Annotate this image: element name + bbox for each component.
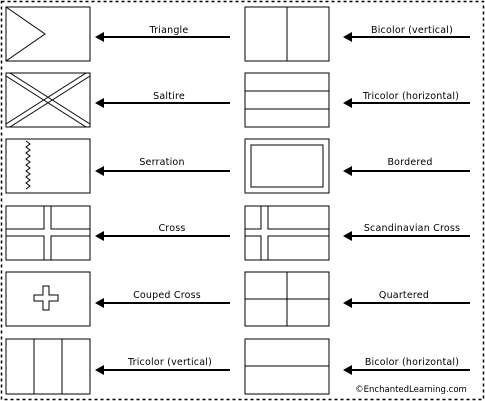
arrow-head	[343, 32, 352, 42]
flag-saltire	[5, 72, 91, 128]
saltire-stroke	[5, 75, 87, 128]
flag-row-scandinavian-cross: Scandinavian Cross	[244, 205, 470, 261]
label-tricolor-horizontal: Tricolor (horizontal)	[362, 91, 459, 102]
flag-row-triangle: Triangle	[5, 6, 230, 62]
flag-cross	[5, 205, 91, 261]
label-saltire: Saltire	[153, 91, 185, 102]
arrow-head	[343, 298, 352, 308]
label-couped-cross: Couped Cross	[133, 290, 201, 301]
arrow-head	[343, 98, 352, 108]
flag-tricolor-horizontal	[244, 72, 330, 128]
label-bicolor-horizontal: Bicolor (horizontal)	[365, 357, 459, 368]
label-triangle: Triangle	[149, 25, 189, 36]
arrow-head	[95, 298, 104, 308]
flag-row-bicolor-vertical: Bicolor (vertical)	[244, 6, 470, 62]
flag-row-quartered: Quartered	[244, 271, 470, 327]
flag-row-cross: Cross	[5, 205, 230, 261]
label-tricolor-vertical: Tricolor (vertical)	[127, 357, 212, 368]
cross-shape	[6, 206, 90, 260]
flag-tricolor-vertical	[5, 338, 91, 395]
arrow-head	[343, 365, 352, 375]
flag-bordered	[244, 138, 330, 194]
label-scandinavian-cross: Scandinavian Cross	[364, 223, 460, 234]
flag-triangle	[5, 6, 91, 62]
scandinavian-cross-shape	[245, 206, 329, 260]
copyright-notice: ©EnchantedLearning.com	[355, 385, 467, 395]
serration-line	[25, 140, 31, 190]
flag-scandinavian-cross	[244, 205, 330, 261]
triangle-shape	[5, 6, 46, 62]
flag-row-tricolor-vertical: Tricolor (vertical)	[5, 338, 230, 395]
flag-serration	[5, 138, 91, 194]
flag-row-tricolor-horizontal: Tricolor (horizontal)	[244, 72, 470, 128]
flag-row-saltire: Saltire	[5, 72, 230, 128]
inner-border	[250, 144, 324, 188]
label-bordered: Bordered	[387, 157, 432, 168]
flag-row-couped-cross: Couped Cross	[5, 271, 230, 327]
flag-row-bordered: Bordered	[244, 138, 470, 194]
label-bicolor-vertical: Bicolor (vertical)	[371, 25, 453, 36]
arrow-head	[95, 166, 104, 176]
arrow-head	[95, 231, 104, 241]
label-serration: Serration	[139, 157, 184, 168]
couped-cross-shape	[33, 285, 59, 311]
flag-row-bicolor-horizontal: Bicolor (horizontal)	[244, 338, 470, 395]
arrow-head	[95, 32, 104, 42]
arrow-head	[95, 98, 104, 108]
saltire-stroke	[5, 72, 87, 125]
flag-row-serration: Serration	[5, 138, 230, 194]
label-quartered: Quartered	[379, 290, 429, 301]
arrow-head	[95, 365, 104, 375]
label-cross: Cross	[158, 223, 185, 234]
saltire-stroke	[9, 75, 91, 128]
saltire-stroke	[9, 72, 91, 125]
arrow-head	[343, 231, 352, 241]
flag-couped-cross	[5, 271, 91, 327]
arrow-head	[343, 166, 352, 176]
